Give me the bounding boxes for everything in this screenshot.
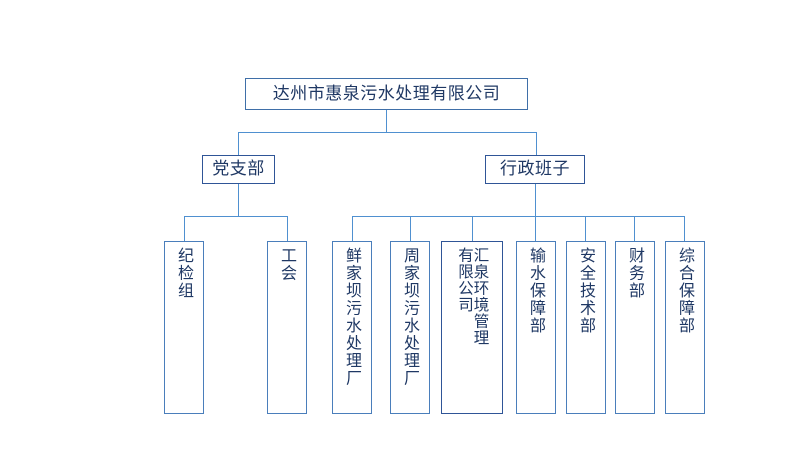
node-dept-general-support[interactable]: 综合保障部 — [665, 241, 705, 414]
connector-admin-to-general-support — [684, 216, 686, 241]
connector-admin-to-water-supply — [535, 216, 537, 241]
node-dept-discipline-text: 纪检组 — [165, 247, 203, 413]
node-dept-discipline[interactable]: 纪检组 — [164, 241, 204, 414]
node-dept-xianjiaba-plant-text: 鲜家坝污水处理厂 — [333, 247, 371, 413]
node-dept-union[interactable]: 工会 — [267, 241, 307, 414]
connector-root-stem — [386, 110, 388, 133]
node-dept-water-supply[interactable]: 输水保障部 — [516, 241, 556, 414]
node-dept-zhoujiaba-plant[interactable]: 周家坝污水处理厂 — [390, 241, 430, 414]
node-dept-xianjiaba-plant[interactable]: 鲜家坝污水处理厂 — [332, 241, 372, 414]
node-branch-admin-label: 行政班子 — [500, 159, 570, 180]
node-dept-discipline-label: 纪检组 — [175, 247, 194, 300]
node-dept-huiquan-environment-label-col2: 有限公司 — [456, 247, 474, 313]
connector-party-bus — [184, 216, 288, 218]
connector-admin-to-xianjiaba — [352, 216, 354, 241]
node-dept-huiquan-environment-text: 汇泉环境管理 有限公司 — [442, 247, 502, 413]
node-dept-zhoujiaba-plant-text: 周家坝污水处理厂 — [391, 247, 429, 413]
connector-admin-to-zhoujiaba — [410, 216, 412, 241]
connector-admin-stem — [535, 184, 537, 217]
connector-party-to-discipline — [184, 216, 186, 241]
node-branch-party[interactable]: 党支部 — [202, 155, 275, 184]
node-dept-safety-technology[interactable]: 安全技术部 — [566, 241, 606, 414]
node-dept-xianjiaba-plant-label: 鲜家坝污水处理厂 — [343, 247, 362, 387]
connector-root-bus — [238, 132, 537, 134]
connector-root-to-admin — [536, 132, 538, 155]
connector-party-stem — [238, 184, 240, 217]
connector-party-to-union — [287, 216, 289, 241]
node-dept-water-supply-text: 输水保障部 — [517, 247, 555, 413]
node-branch-party-label: 党支部 — [212, 159, 265, 180]
node-branch-admin[interactable]: 行政班子 — [485, 155, 585, 184]
node-root-company-label: 达州市惠泉污水处理有限公司 — [272, 83, 501, 104]
node-dept-zhoujiaba-plant-label: 周家坝污水处理厂 — [401, 247, 420, 387]
connector-admin-to-finance — [634, 216, 636, 241]
node-dept-finance-label: 财务部 — [626, 247, 645, 300]
connector-root-to-party — [238, 132, 240, 155]
node-dept-safety-technology-text: 安全技术部 — [567, 247, 605, 413]
node-dept-huiquan-environment-label-col1: 汇泉环境管理 — [471, 247, 490, 346]
node-dept-huiquan-environment[interactable]: 汇泉环境管理 有限公司 — [441, 241, 503, 414]
node-root-company[interactable]: 达州市惠泉污水处理有限公司 — [245, 78, 528, 110]
node-dept-water-supply-label: 输水保障部 — [527, 247, 546, 335]
node-dept-general-support-label: 综合保障部 — [676, 247, 695, 335]
node-dept-finance-text: 财务部 — [616, 247, 654, 413]
node-dept-finance[interactable]: 财务部 — [615, 241, 655, 414]
connector-admin-bus — [352, 216, 685, 218]
node-dept-safety-technology-label: 安全技术部 — [577, 247, 596, 335]
connector-admin-to-huiquan — [472, 216, 474, 241]
node-dept-general-support-text: 综合保障部 — [666, 247, 704, 413]
connector-admin-to-safety-tech — [585, 216, 587, 241]
node-dept-union-label: 工会 — [278, 247, 297, 282]
node-dept-union-text: 工会 — [268, 247, 306, 413]
